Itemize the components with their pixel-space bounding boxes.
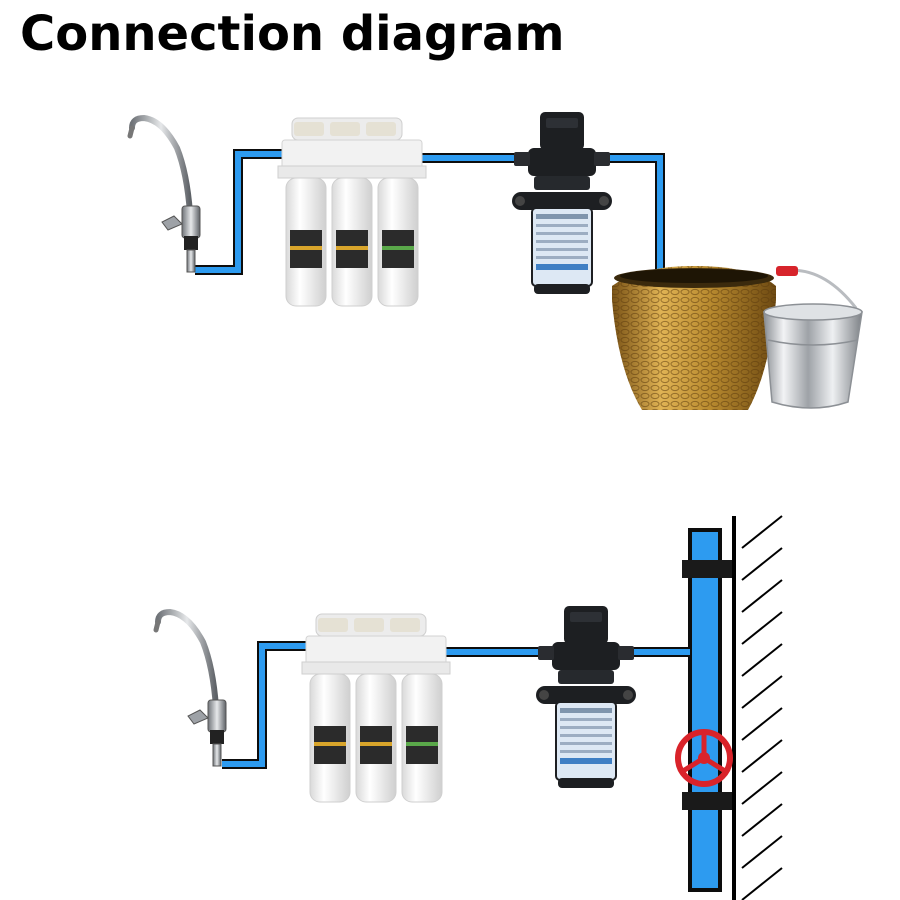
filter-unit-icon (301, 613, 451, 803)
steel-bucket-icon (763, 266, 863, 409)
flower-pot-icon (612, 266, 776, 410)
diaphragm-pump-icon (511, 111, 613, 295)
wall-hatch-icon (732, 515, 783, 900)
filter-unit-icon (277, 117, 427, 307)
pipe-network-bottom (222, 641, 690, 769)
faucet-icon (130, 118, 200, 272)
diaphragm-pump-icon (535, 605, 637, 789)
main-water-pipe (682, 528, 732, 892)
diagram-title: Connection diagram (20, 6, 565, 62)
gate-valve-icon (675, 729, 733, 787)
faucet-icon (156, 612, 226, 766)
pipe-network-top (195, 149, 665, 280)
